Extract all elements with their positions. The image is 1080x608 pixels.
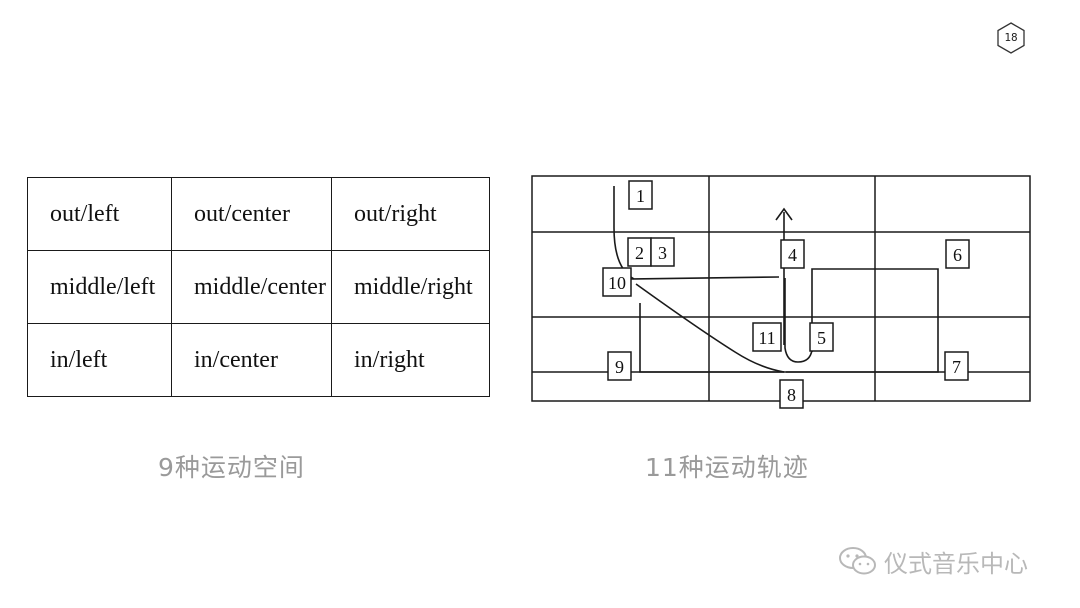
label-text: 4	[788, 245, 797, 265]
label-text: 10	[608, 273, 626, 293]
table-row: in/left in/center in/right	[27, 323, 490, 397]
trajectory-caption: 11种运动轨迹	[645, 453, 809, 482]
table-cell: out/left	[27, 177, 172, 251]
trajectory-path	[629, 276, 780, 280]
label-text: 6	[953, 245, 962, 265]
trajectory-label-9: 9	[607, 351, 632, 381]
table-row: out/left out/center out/right	[27, 177, 490, 251]
table-cell: middle/right	[331, 250, 490, 324]
label-text: 2	[635, 243, 644, 263]
table-cell: middle/center	[171, 250, 332, 324]
watermark-text: 仪式音乐中心	[884, 549, 1028, 578]
table-cell: in/left	[27, 323, 172, 397]
wechat-icon	[839, 547, 876, 575]
table-cell: middle/left	[27, 250, 172, 324]
table-cell: in/center	[171, 323, 332, 397]
hexagon-icon	[997, 22, 1025, 54]
trajectory-paths	[613, 186, 939, 373]
trajectory-label-1: 1	[628, 180, 653, 210]
trajectory-label-5: 5	[809, 322, 834, 352]
trajectory-label-4: 4	[780, 239, 805, 269]
table-cell: out/center	[171, 177, 332, 251]
label-text: 9	[615, 357, 624, 377]
table-cell: out/right	[331, 177, 490, 251]
label-text: 3	[658, 243, 667, 263]
trajectory-label-11: 11	[752, 322, 782, 352]
trajectory-labels: 1 2 3 4 5 6 7 8	[602, 180, 970, 409]
label-text: 11	[758, 328, 775, 348]
table-cell: in/right	[331, 323, 490, 397]
label-text: 1	[636, 186, 645, 206]
trajectory-label-7: 7	[944, 351, 969, 381]
trajectory-path	[786, 268, 939, 373]
trajectory-path	[635, 283, 785, 373]
trajectory-path	[784, 278, 813, 363]
page-number: 18	[1004, 31, 1018, 44]
movement-space-caption: 9种运动空间	[158, 453, 305, 482]
trajectory-label-6: 6	[945, 239, 970, 269]
trajectory-label-3: 3	[650, 237, 675, 267]
page-number-badge: 18	[994, 21, 1028, 55]
movement-space-table: out/left out/center out/right middle/lef…	[27, 177, 490, 397]
label-text: 8	[787, 385, 796, 405]
table-row: middle/left middle/center middle/right	[27, 250, 490, 324]
watermark: 仪式音乐中心	[838, 544, 1028, 578]
trajectory-label-2: 2	[627, 237, 652, 267]
trajectory-label-10: 10	[602, 267, 632, 297]
trajectory-label-8: 8	[779, 379, 804, 409]
trajectory-path	[639, 303, 784, 373]
label-text: 7	[952, 357, 961, 377]
arrow-up-icon	[775, 207, 793, 221]
label-text: 5	[817, 328, 826, 348]
